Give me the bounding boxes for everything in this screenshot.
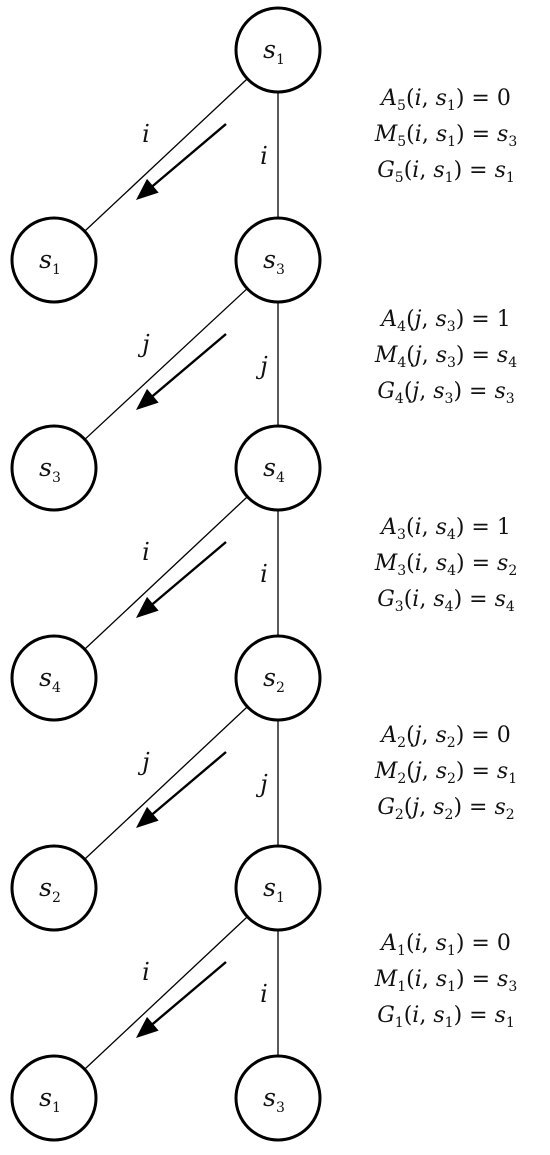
edge-label: j bbox=[137, 748, 150, 776]
equation-a: A5(i, s1) = 0 bbox=[379, 86, 511, 114]
node-label: s3 bbox=[39, 453, 61, 486]
edge-label: i bbox=[142, 958, 150, 986]
node-circle bbox=[234, 634, 322, 722]
equation-group-4: A2(j, s2) = 0 M2(j, s2) = s1 G2(j, s2) = s… bbox=[374, 723, 517, 823]
node-circle bbox=[234, 6, 322, 94]
state-node-n6: s2 bbox=[234, 634, 322, 722]
equation-g: G2(j, s2) = s2 bbox=[377, 795, 514, 823]
edges-layer: i i j j i i j j i i bbox=[84, 78, 279, 1070]
state-node-n3: s3 bbox=[10, 424, 98, 512]
edge-n4-n5 bbox=[84, 496, 248, 650]
node-circle bbox=[234, 216, 322, 304]
nodes-layer: s1 s1 s3 s3 s4 s4 s2 s2 s1 s1 s3 bbox=[10, 6, 322, 1142]
node-circle bbox=[10, 1054, 98, 1142]
edge-n2-n3 bbox=[84, 288, 248, 440]
node-label: s1 bbox=[263, 35, 285, 68]
edge-label: i bbox=[142, 538, 150, 566]
edge-n6-n7 bbox=[84, 706, 248, 860]
equation-m: M4(j, s3) = s4 bbox=[374, 343, 517, 371]
equation-group-2: A4(j, s3) = 1 M4(j, s3) = s4 G4(j, s3) = s… bbox=[374, 307, 517, 407]
equation-m: M5(i, s1) = s3 bbox=[374, 122, 518, 150]
node-label: s3 bbox=[263, 245, 285, 278]
equation-g: G5(i, s1) = s1 bbox=[377, 158, 515, 186]
node-circle bbox=[234, 424, 322, 512]
equation-group-3: A3(i, s4) = 1 M3(i, s4) = s2 G3(i, s4) = s… bbox=[374, 515, 518, 615]
node-circle bbox=[10, 634, 98, 722]
equation-g: G4(j, s3) = s3 bbox=[377, 379, 514, 407]
equation-group-5: A1(i, s1) = 0 M1(i, s1) = s3 G1(i, s1) = s… bbox=[374, 931, 518, 1031]
equation-g: G3(i, s4) = s4 bbox=[377, 587, 515, 615]
edge-label: i bbox=[260, 560, 268, 588]
equation-a: A2(j, s2) = 0 bbox=[379, 723, 510, 751]
node-circle bbox=[234, 1054, 322, 1142]
backward-arrow-head bbox=[136, 596, 159, 618]
edge-label: i bbox=[142, 120, 150, 148]
state-node-n9: s1 bbox=[10, 1054, 98, 1142]
equation-a: A3(i, s4) = 1 bbox=[379, 515, 511, 543]
equation-a: A4(j, s3) = 1 bbox=[379, 307, 510, 335]
node-label: s1 bbox=[39, 245, 61, 278]
backward-arrow-line bbox=[147, 123, 227, 191]
state-node-n2: s3 bbox=[234, 216, 322, 304]
state-node-n7: s2 bbox=[10, 844, 98, 932]
node-label: s4 bbox=[263, 453, 285, 486]
node-circle bbox=[234, 844, 322, 932]
edge-label: i bbox=[260, 142, 268, 170]
node-label: s1 bbox=[39, 1083, 61, 1116]
edge-label: j bbox=[137, 330, 150, 358]
backward-arrow-head bbox=[136, 1016, 159, 1038]
equation-m: M1(i, s1) = s3 bbox=[374, 967, 518, 995]
node-label: s2 bbox=[263, 663, 285, 696]
arrows-layer bbox=[136, 123, 227, 1038]
state-node-n4: s4 bbox=[234, 424, 322, 512]
equation-m: M3(i, s4) = s2 bbox=[374, 551, 518, 579]
state-node-n1: s1 bbox=[10, 216, 98, 304]
node-label: s4 bbox=[39, 663, 61, 696]
equation-group-1: A5(i, s1) = 0 M5(i, s1) = s3 G5(i, s1) = s… bbox=[374, 86, 518, 186]
node-label: s3 bbox=[263, 1083, 285, 1116]
equation-a: A1(i, s1) = 0 bbox=[379, 931, 511, 959]
edge-label: j bbox=[255, 352, 268, 380]
backward-arrow-head bbox=[136, 178, 159, 200]
backward-arrow-line bbox=[147, 751, 227, 819]
edge-n0-n1 bbox=[84, 78, 248, 232]
state-node-n0: s1 bbox=[234, 6, 322, 94]
edge-label: j bbox=[255, 770, 268, 798]
node-label: s2 bbox=[39, 873, 61, 906]
node-label: s1 bbox=[263, 873, 285, 906]
state-node-n10: s3 bbox=[234, 1054, 322, 1142]
backward-arrow-head bbox=[136, 388, 159, 410]
backward-arrow-head bbox=[136, 806, 159, 828]
node-circle bbox=[10, 216, 98, 304]
backward-arrow-line bbox=[147, 961, 227, 1029]
state-node-n8: s1 bbox=[234, 844, 322, 932]
edge-label: i bbox=[260, 980, 268, 1008]
node-circle bbox=[10, 844, 98, 932]
node-circle bbox=[10, 424, 98, 512]
backward-arrow-line bbox=[147, 333, 227, 401]
equations-layer: A5(i, s1) = 0 M5(i, s1) = s3 G5(i, s1) = s… bbox=[374, 86, 518, 1031]
equation-m: M2(j, s2) = s1 bbox=[374, 759, 517, 787]
equation-g: G1(i, s1) = s1 bbox=[377, 1003, 515, 1031]
state-node-n5: s4 bbox=[10, 634, 98, 722]
edge-n8-n9 bbox=[84, 916, 248, 1070]
backward-arrow-line bbox=[147, 541, 227, 609]
